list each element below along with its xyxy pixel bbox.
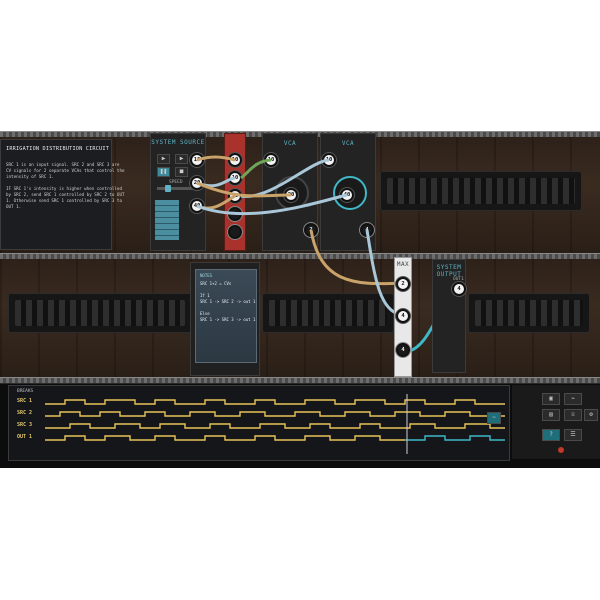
lane-label: OUT 1 [17, 434, 33, 440]
module-title: SYSTEM SOURCE [151, 139, 205, 146]
module-title: VCA [283, 140, 297, 147]
module-title: MAX [396, 261, 410, 268]
puzzle-description-panel: IRRIGATION DISTRIBUTION CIRCUIT SRC 1 is… [0, 139, 125, 250]
notes-module: NOTES SRC 1+2 = CVs If 1 SRC 1 -> SRC 2 … [190, 262, 260, 376]
system-output-module: SYSTEM OUTPUT OUT1 [432, 259, 466, 373]
patch-cables [196, 155, 460, 353]
lane-label: SRC 2 [17, 410, 33, 416]
rack-connector-strip [262, 293, 394, 333]
rack-connector-strip [468, 293, 590, 333]
waveform-src3 [45, 423, 505, 429]
help-button[interactable]: ? [542, 429, 560, 441]
menu-button[interactable]: ☰ [564, 429, 582, 441]
note-line: Else [200, 311, 210, 316]
cable [196, 193, 348, 216]
note-line: If 1 [200, 293, 210, 298]
side-control-panel: ▣ ⌁ ▤ ☏ ⚙ ? ☰ [512, 385, 600, 459]
module-title: VCA [341, 140, 355, 147]
note-line: SRC 1 -> SRC 3 -> out 1 [200, 317, 256, 322]
phone-icon[interactable]: ☏ [564, 409, 582, 421]
lane-label: SRC 3 [17, 422, 33, 428]
rack-rail [0, 377, 600, 384]
description-line: CV signals for 2 separate VCAs that cont… [6, 168, 125, 173]
description-line: IF SRC 1's intensity is higher when cont… [6, 186, 122, 191]
timeline-header: BREAKS [17, 389, 34, 394]
note-line: SRC 1 -> SRC 2 -> out 1 [200, 299, 256, 304]
pause-button[interactable]: ❚❚ [157, 167, 170, 177]
description-line: SRC 1 is an input signal. SRC 2 and SRC … [6, 162, 120, 167]
speed-label: SPEED [169, 180, 183, 185]
waveform-out1-target [405, 435, 505, 441]
cable-tool-icon[interactable]: ⌁ [564, 393, 582, 405]
record-indicator [558, 447, 564, 453]
rack-connector-strip [380, 171, 582, 211]
reset-button[interactable]: ■ [175, 167, 188, 177]
splitter-jack-empty[interactable] [228, 225, 242, 239]
cable [240, 158, 272, 180]
max-in-jack[interactable]: 4 [396, 309, 410, 323]
puzzle-title: IRRIGATION DISTRIBUTION CIRCUIT [6, 146, 110, 152]
waveforms [45, 394, 505, 454]
output-jack-label: OUT1 [453, 277, 464, 282]
waveform-src2 [45, 411, 505, 417]
game-viewport: IRRIGATION DISTRIBUTION CIRCUIT SRC 1 is… [0, 131, 600, 468]
color-palette[interactable] [155, 200, 179, 240]
module-title: SYSTEM OUTPUT [436, 264, 462, 278]
note-line: SRC 1+2 = CVs [200, 281, 232, 286]
waveform-src1 [45, 399, 505, 405]
out1-jack[interactable]: 4 [452, 282, 466, 296]
notes-screen[interactable]: NOTES SRC 1+2 = CVs If 1 SRC 1 -> SRC 2 … [195, 269, 257, 363]
max-in-jack[interactable]: 2 [396, 277, 410, 291]
waveform-out1 [45, 435, 405, 441]
signal-timeline: BREAKS SRC 1 SRC 2 SRC 3 OUT 1 ~ [8, 385, 510, 461]
rack-connector-strip [8, 293, 192, 333]
vca-knob[interactable] [333, 176, 367, 210]
description-line: by SRC 2, send SRC 1 controlled by SRC 2… [6, 192, 125, 197]
notes-header: NOTES [200, 273, 213, 278]
lock-icon[interactable]: ▣ [542, 393, 560, 405]
step-button[interactable]: ▶ [175, 154, 188, 164]
lane-label: SRC 1 [17, 398, 33, 404]
description-line: OUT 1. [6, 204, 22, 209]
cable [196, 194, 236, 210]
system-source-module: SYSTEM SOURCE ▶ ▶ ❚❚ ■ SPEED [150, 133, 206, 251]
description-line: 1. Otherwise send SRC 1 controlled by SR… [6, 198, 122, 203]
cable [196, 155, 236, 162]
play-button[interactable]: ▶ [157, 154, 170, 164]
max-out-jack[interactable]: 4 [396, 343, 410, 357]
description-line: intensity of SRC 1. [6, 174, 54, 179]
cable [309, 229, 403, 286]
waveform-toggle-icon[interactable]: ~ [487, 412, 501, 424]
save-icon[interactable]: ▤ [542, 409, 560, 421]
settings-icon[interactable]: ⚙ [584, 409, 598, 421]
speed-slider-handle[interactable] [165, 185, 171, 192]
cable [196, 181, 292, 198]
speed-slider[interactable] [157, 185, 195, 192]
